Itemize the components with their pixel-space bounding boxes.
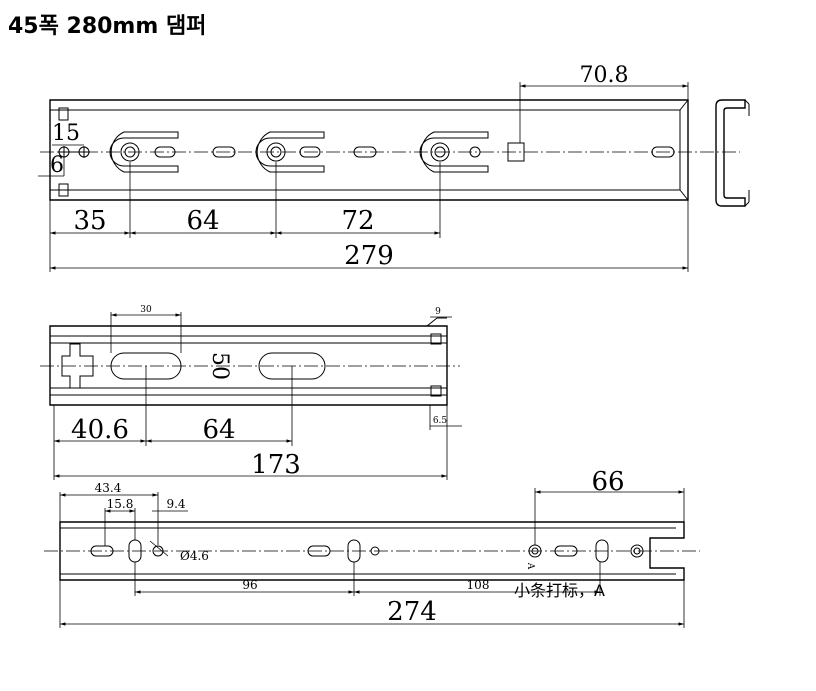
bottom-marker: A — [525, 562, 535, 570]
bottom-dim-a: 43.4 — [95, 481, 122, 495]
top-dim-pitch-2: 72 — [341, 206, 374, 236]
top-rail-view — [38, 82, 750, 272]
bottom-dim-c: 9.4 — [166, 497, 185, 511]
bottom-dim-right: 66 — [591, 467, 624, 497]
bottom-dim-pitch-2: 108 — [467, 578, 490, 592]
bottom-note: 小条打标，A — [514, 581, 605, 600]
top-dim-pitch-1: 64 — [186, 206, 219, 236]
mid-dim-tip: 9 — [435, 307, 441, 317]
mid-dim-small: 6.5 — [433, 416, 448, 426]
mid-dim-first: 40.6 — [71, 415, 129, 445]
top-dim-overall: 279 — [344, 241, 394, 271]
bottom-dim-overall: 274 — [387, 597, 437, 627]
top-dim-right: 70.8 — [580, 63, 629, 88]
bottom-dim-b: 15.8 — [107, 497, 134, 511]
top-dim-hole-b: 6 — [50, 153, 64, 178]
middle-rail-view — [40, 312, 462, 480]
top-dim-hole-a: 15 — [52, 121, 80, 146]
mid-dim-center: 50 — [207, 352, 232, 380]
drawing-title: 45폭 280mm 댐퍼 — [8, 14, 207, 39]
bottom-rail-view — [44, 488, 700, 628]
bottom-dim-pitch-1: 96 — [242, 578, 257, 592]
top-dim-first: 35 — [73, 206, 106, 236]
mid-dim-slot-length: 30 — [140, 305, 152, 315]
bottom-dim-hole-dia: Ø4.6 — [180, 549, 209, 563]
mid-dim-pitch: 64 — [202, 415, 235, 445]
mid-dim-overall: 173 — [251, 450, 301, 480]
